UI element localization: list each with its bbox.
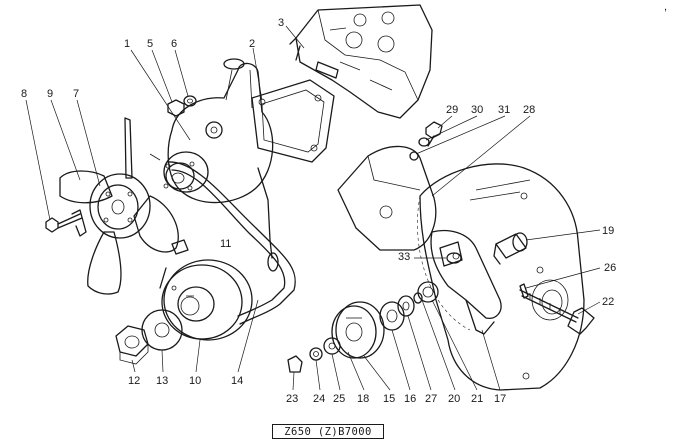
idler-washer-drawing [413,281,439,304]
callout-19: 19 [602,225,614,237]
pulley-key-drawing [171,239,189,255]
callout-14: 14 [231,375,243,387]
callout-12: 12 [128,375,140,387]
stud-drawing [493,232,528,265]
fan-bolt-drawing [45,209,87,237]
pump-nut-washer-drawing [167,95,197,117]
callout-26: 26 [604,262,616,274]
corner-mark: , [664,1,667,13]
crank-pulley-drawing [161,259,253,341]
fan-drawing [59,117,179,295]
callout-18: 18 [357,393,369,405]
callout-1: 1 [124,38,130,50]
callout-28: 28 [523,104,535,116]
callout-2: 2 [249,38,255,50]
water-pump-drawing [149,58,279,272]
idler-pulley-drawing [331,301,385,359]
pin-drawing [519,283,529,299]
gear-case-drawing [417,163,585,391]
callout-23: 23 [286,393,298,405]
callout-11: 11 [220,238,231,250]
callout-24: 24 [313,393,325,405]
callout-17: 17 [494,393,506,405]
callout-33: 33 [398,251,410,263]
bracket-drawing [430,229,502,335]
callout-31: 31 [498,104,510,116]
callout-16: 16 [404,393,416,405]
callout-25: 25 [333,393,345,405]
case-cover-drawing [337,145,437,251]
gasket-drawing [251,79,335,163]
callout-13: 13 [156,375,168,387]
callout-20: 20 [448,393,460,405]
long-bolt-drawing [519,289,595,335]
callout-29: 29 [446,104,458,116]
callout-labels: 1 2 3 5 6 7 8 9 11 12 13 10 14 19 22 23 … [21,1,667,405]
callout-22: 22 [602,296,614,308]
callout-15: 15 [383,393,395,405]
v-belt-drawing [159,161,296,325]
callout-27: 27 [425,393,437,405]
callout-7: 7 [73,88,79,100]
callout-30: 30 [471,104,483,116]
cylinder-head-drawing [289,4,433,119]
callout-3: 3 [278,17,284,29]
callout-21: 21 [471,393,483,405]
crank-nut-drawing [115,325,149,365]
diagram-code-box: Z650 (Z)B7000 [272,424,384,439]
bearing-drawing [379,295,415,331]
callout-8: 8 [21,88,27,100]
diagram-code: Z650 (Z)B7000 [284,425,372,438]
callout-9: 9 [47,88,53,100]
cover-bolt-drawing [409,121,443,161]
callout-6: 6 [171,38,177,50]
leader-lines [25,25,601,391]
callout-10: 10 [189,375,201,387]
callout-5: 5 [147,38,153,50]
